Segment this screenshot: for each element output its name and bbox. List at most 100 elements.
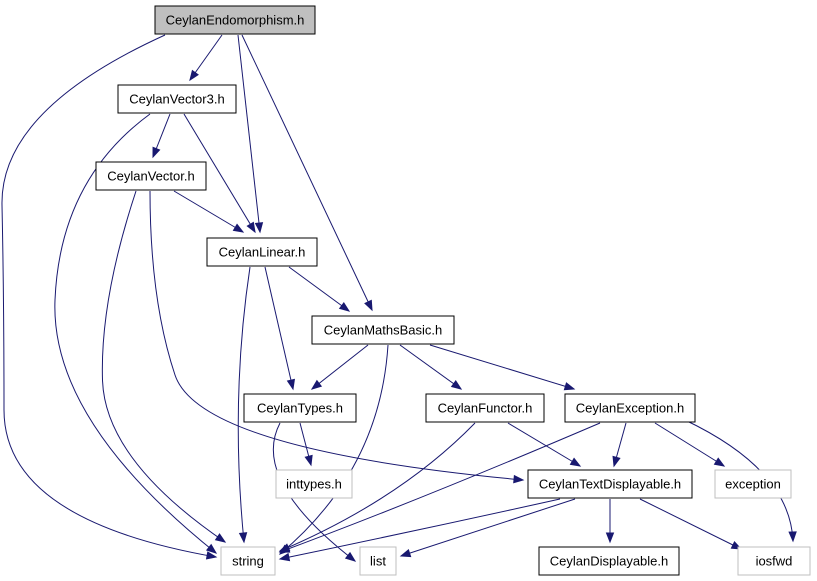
edge-line — [400, 498, 576, 557]
arrowhead — [278, 552, 291, 562]
node-box — [425, 393, 545, 423]
edge-line — [279, 498, 561, 560]
arrowhead — [569, 457, 582, 467]
edge-maths-to-functor — [399, 344, 463, 390]
edge-maths-to-exc — [429, 344, 576, 391]
node-box — [527, 469, 693, 499]
edge-line — [311, 344, 369, 390]
node-label: CeylanTypes.h — [257, 401, 343, 416]
arrowhead — [338, 301, 351, 312]
arrowhead — [344, 551, 357, 562]
node-inttypes: inttypes.h — [275, 469, 353, 499]
arrowhead — [238, 532, 248, 544]
node-box — [564, 393, 696, 423]
edge-linear-to-types — [264, 266, 295, 391]
node-maths[interactable]: CeylanMathsBasic.h — [311, 315, 455, 345]
edge-line — [654, 422, 725, 467]
arrowhead — [232, 223, 245, 233]
edge-maths-to-string — [278, 344, 389, 555]
arrowhead — [152, 146, 161, 159]
arrowhead — [563, 382, 576, 391]
edge-line — [101, 190, 226, 543]
edge-line — [241, 34, 373, 311]
arrowhead — [612, 455, 621, 468]
edge-functor-to-textdisp — [507, 422, 582, 467]
arrowhead — [310, 379, 323, 390]
edge-types-to-inttypes — [299, 422, 313, 467]
node-box — [311, 315, 455, 345]
edge-textdisp-to-string — [278, 498, 561, 562]
node-vec[interactable]: CeylanVector.h — [95, 161, 207, 191]
node-label: CeylanLinear.h — [219, 245, 306, 260]
node-functor[interactable]: CeylanFunctor.h — [425, 393, 545, 423]
arrowhead — [254, 222, 264, 234]
edge-line — [279, 344, 389, 555]
node-box — [95, 161, 207, 191]
node-label: CeylanMathsBasic.h — [324, 323, 443, 338]
edge-endo-to-vec3 — [189, 34, 223, 82]
edge-exc-to-exception — [654, 422, 726, 467]
node-vec3[interactable]: CeylanVector3.h — [117, 84, 237, 114]
edge-endo-to-linear — [237, 34, 264, 234]
edge-vec3-to-linear — [183, 113, 256, 234]
node-label: string — [232, 554, 264, 569]
edge-line — [1, 34, 217, 558]
node-label: iosfwd — [756, 554, 793, 569]
edge-line — [183, 113, 256, 233]
edge-vec-to-linear — [173, 190, 245, 233]
edge-maths-to-types — [310, 344, 369, 390]
edge-exc-to-string — [278, 422, 601, 553]
node-label: CeylanException.h — [576, 401, 684, 416]
edge-line — [237, 34, 261, 233]
node-box — [538, 546, 680, 576]
edge-exc-to-textdisp — [612, 422, 627, 468]
node-disp[interactable]: CeylanDisplayable.h — [538, 546, 680, 576]
arrowhead — [450, 380, 463, 390]
node-label: CeylanEndomorphism.h — [166, 13, 305, 28]
node-label: CeylanTextDisplayable.h — [539, 477, 681, 492]
arrowhead — [205, 551, 218, 560]
node-exception: exception — [714, 469, 792, 499]
arrowhead — [364, 299, 373, 312]
edge-endo-to-string — [1, 34, 218, 560]
node-label: CeylanVector3.h — [129, 92, 224, 107]
node-textdisp[interactable]: CeylanTextDisplayable.h — [527, 469, 693, 499]
node-iosfwd: iosfwd — [737, 546, 811, 576]
node-box — [154, 5, 316, 35]
edge-line — [429, 344, 575, 390]
node-box — [243, 393, 357, 423]
node-endo[interactable]: CeylanEndomorphism.h — [154, 5, 316, 35]
arrowhead — [286, 378, 295, 391]
arrowhead — [513, 474, 525, 484]
edge-vec-to-textdisp — [149, 190, 525, 484]
arrowhead — [189, 69, 199, 82]
arrowhead — [399, 549, 412, 558]
arrowhead — [278, 544, 291, 553]
edge-line — [507, 422, 581, 467]
node-string: string — [220, 546, 276, 576]
node-box — [206, 237, 318, 267]
node-linear[interactable]: CeylanLinear.h — [206, 237, 318, 267]
edge-textdisp-to-disp — [605, 499, 615, 544]
node-box — [737, 546, 811, 576]
nodes-layer: CeylanEndomorphism.hCeylanVector3.hCeyla… — [95, 5, 811, 576]
edge-line — [279, 422, 601, 553]
edge-line — [399, 344, 462, 390]
node-label: exception — [725, 477, 781, 492]
edge-line — [639, 498, 742, 550]
node-box — [275, 469, 353, 499]
edge-line — [288, 266, 350, 312]
arrowhead — [214, 533, 227, 543]
node-exc[interactable]: CeylanException.h — [564, 393, 696, 423]
edge-line — [279, 422, 476, 552]
edge-line — [173, 190, 244, 233]
arrowhead — [246, 221, 256, 234]
node-box — [359, 546, 397, 576]
node-label: list — [370, 554, 386, 569]
edge-linear-to-maths — [288, 266, 351, 312]
edge-textdisp-to-list — [399, 498, 576, 558]
arrowhead — [605, 532, 615, 544]
node-types[interactable]: CeylanTypes.h — [243, 393, 357, 423]
arrowhead — [713, 457, 726, 467]
